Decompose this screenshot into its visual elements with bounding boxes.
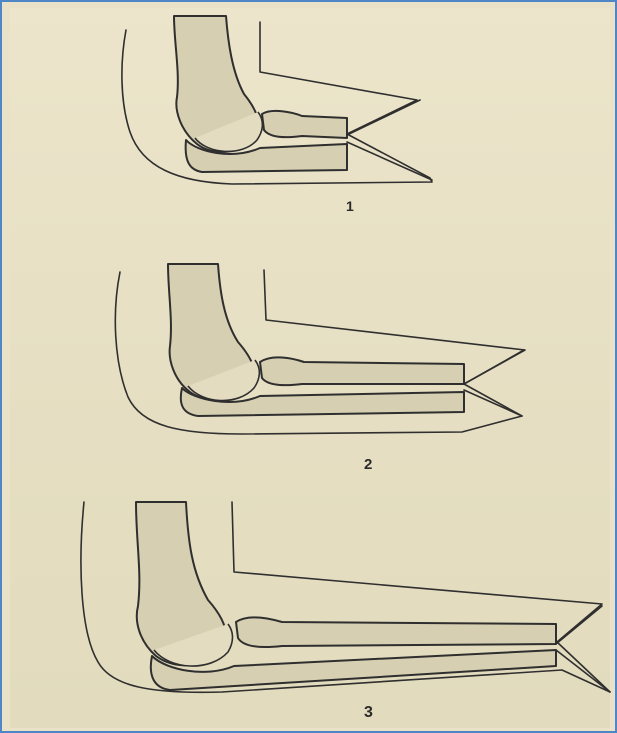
panel-1-radius — [262, 111, 347, 138]
panel-3-label: 3 — [364, 704, 373, 722]
panel-1-elbow — [122, 16, 432, 184]
panel-2-elbow — [115, 264, 525, 434]
panel-3-elbow — [81, 502, 610, 692]
panel-1-label: 1 — [346, 198, 354, 214]
panel-3-radius — [236, 617, 556, 647]
panel-2-forearm-fold — [464, 350, 524, 416]
panel-2-label: 2 — [364, 456, 372, 473]
panel-2-radius — [260, 357, 464, 385]
